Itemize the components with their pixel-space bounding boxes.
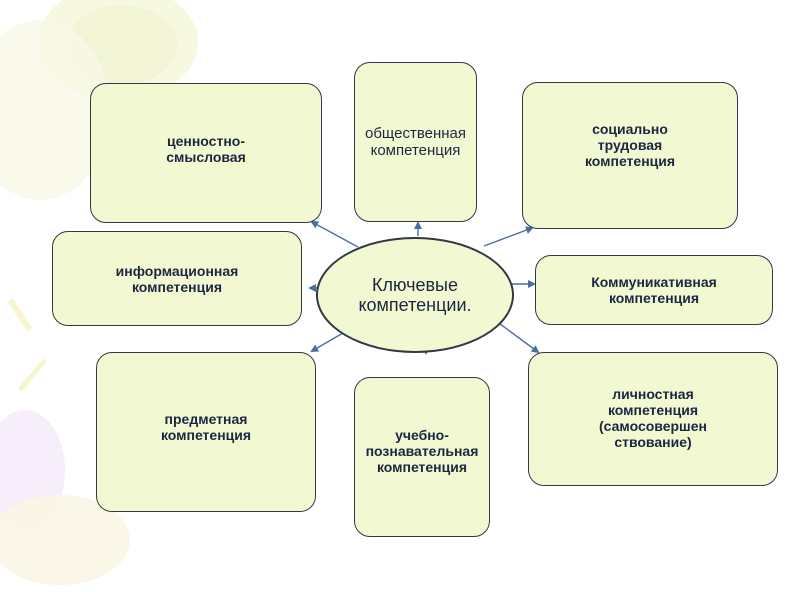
box-communicative-label: Коммуникативная компетенция — [591, 274, 717, 306]
box-subject: предметная компетенция — [96, 352, 316, 512]
box-social-label: общественная компетенция — [365, 125, 466, 159]
box-personal-label: личностная компетенция (самосовершен ств… — [599, 386, 707, 450]
arrow-to-social-labor — [483, 226, 534, 247]
box-informational-label: информационная компетенция — [115, 262, 239, 295]
box-personal: личностная компетенция (самосовершен ств… — [528, 352, 778, 486]
box-educational-cognitive: учебно- познавательная компетенция — [354, 377, 490, 537]
box-social: общественная компетенция — [354, 62, 477, 222]
box-informational: информационная компетенция — [52, 231, 302, 326]
box-educational-cognitive-label: учебно- познавательная компетенция — [365, 427, 479, 475]
box-value-semantic: ценностно- смысловая — [90, 83, 322, 223]
center-key-competencies: Ключевые компетенции. — [316, 237, 514, 353]
arrow-to-subject — [310, 332, 344, 353]
box-communicative: Коммуникативная компетенция — [535, 255, 773, 325]
center-key-competencies-label: Ключевые компетенции. — [358, 275, 472, 315]
box-subject-label: предметная компетенция — [160, 411, 252, 443]
box-social-labor: социально трудовая компетенция — [522, 82, 738, 229]
box-value-semantic-label: ценностно- смысловая — [166, 133, 246, 165]
arrow-to-value-semantic — [310, 221, 359, 248]
box-social-labor-label: социально трудовая компетенция — [584, 121, 676, 169]
